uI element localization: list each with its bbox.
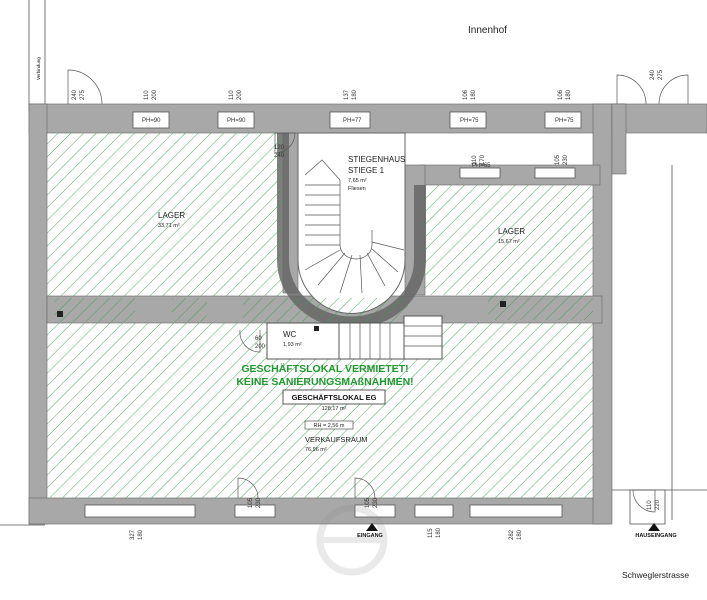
parapet-label: PH=90 <box>142 118 161 124</box>
svg-text:105: 105 <box>365 497 371 508</box>
svg-text:200: 200 <box>152 89 158 100</box>
verkaufsraum-area-text: 76,96 m² <box>305 447 327 453</box>
svg-text:105: 105 <box>248 497 254 508</box>
parapet-label: PH=77 <box>343 118 362 124</box>
svg-text:105: 105 <box>555 154 561 165</box>
svg-text:200: 200 <box>237 89 243 100</box>
lager-left-label: LAGER <box>158 211 185 220</box>
svg-text:240: 240 <box>72 89 78 100</box>
wc-label: WC <box>283 330 297 339</box>
svg-text:180: 180 <box>138 529 144 540</box>
svg-text:110: 110 <box>229 90 235 100</box>
stiegenhaus-floor: Fliesen <box>348 186 366 192</box>
notice-rented: GESCHÄFTSLOKAL VERMIETET! <box>241 362 408 375</box>
svg-text:180: 180 <box>352 89 358 100</box>
parapet-label: PH=75 <box>555 118 574 124</box>
svg-text:110: 110 <box>472 155 478 165</box>
stiegenhaus-area: 7,65 m² <box>348 178 367 184</box>
svg-text:240: 240 <box>650 69 656 80</box>
lager-left-area <box>47 133 283 296</box>
hauseingang-label: HAUSEINGANG <box>635 533 676 539</box>
svg-text:110: 110 <box>647 500 653 510</box>
svg-text:106: 106 <box>463 89 469 100</box>
bottom-windows <box>84 489 666 525</box>
parapet-label: PH=75 <box>460 118 479 124</box>
street-label: Schweglerstrasse <box>622 570 689 580</box>
wc-room <box>266 322 340 360</box>
door-swings <box>67 69 689 513</box>
stair-landing <box>403 315 443 360</box>
innenhof-label: Innenhof <box>468 25 507 36</box>
stair-down-box <box>338 322 405 360</box>
svg-text:170: 170 <box>480 154 486 165</box>
passage-hatch-left <box>55 298 135 322</box>
svg-text:327: 327 <box>130 529 136 540</box>
verkaufsraum-label: VERKAUFSRAUM <box>305 435 368 444</box>
lager-right-label: LAGER <box>498 227 525 236</box>
svg-text:275: 275 <box>80 89 86 100</box>
parapet-label: PH=65 <box>472 163 491 169</box>
stiege-label: STIEGE 1 <box>348 166 385 175</box>
stiegenhaus-label: STIEGENHAUS <box>348 155 405 164</box>
eingang-label: EINGANG <box>357 533 383 539</box>
svg-text:200: 200 <box>255 344 266 350</box>
eingang-arrow-icon <box>366 523 378 531</box>
svg-text:137: 137 <box>344 89 350 100</box>
lager-right-area <box>425 185 593 295</box>
svg-text:110: 110 <box>144 90 150 100</box>
parapet-label: PH=90 <box>227 118 246 124</box>
lager-left-area-text: 33,71 m² <box>158 223 180 229</box>
stair-down-steps <box>349 323 391 359</box>
svg-text:180: 180 <box>436 527 442 538</box>
lager-right-area-text: 15,67 m² <box>498 239 520 245</box>
watermark-logo <box>316 504 388 576</box>
svg-text:120: 120 <box>274 145 285 151</box>
notice-no-renovation: KEINE SANIERUNGSMAßNAHMEN! <box>236 376 413 388</box>
svg-text:180: 180 <box>566 89 572 100</box>
svg-text:275: 275 <box>658 69 664 80</box>
top-windows <box>132 111 582 179</box>
wc-area: 1,93 m² <box>283 342 302 348</box>
svg-text:180: 180 <box>517 529 523 540</box>
unit-title-box <box>282 389 386 405</box>
svg-text:106: 106 <box>558 89 564 100</box>
passage-hatch-mid <box>172 298 207 322</box>
svg-text:230: 230 <box>256 497 262 508</box>
svg-text:115: 115 <box>428 528 434 538</box>
svg-text:282: 282 <box>509 529 515 540</box>
unit-title: GESCHÄFTSLOKAL EG <box>292 393 377 402</box>
room-height: RH = 2,56 m <box>313 423 344 429</box>
stair-landing-steps <box>404 325 442 347</box>
markers <box>57 301 506 331</box>
svg-text:180: 180 <box>471 89 477 100</box>
room-height-box <box>304 420 354 430</box>
stair-outer-wall <box>277 133 426 329</box>
svg-text:230: 230 <box>373 497 379 508</box>
spiral-stair <box>304 159 405 294</box>
svg-text:220: 220 <box>655 499 661 510</box>
window-dimensions: 240 275 110 200 110 200 137 180 106 180 … <box>72 69 664 540</box>
hauseingang-arrow-icon <box>648 523 660 531</box>
unit-area: 128,17 m² <box>322 406 347 412</box>
svg-text:240: 240 <box>274 153 285 159</box>
svg-text:60: 60 <box>255 336 262 342</box>
verbindung-label: Verbindung <box>36 57 41 80</box>
passage-hatch-right <box>243 298 408 322</box>
svg-text:230: 230 <box>563 154 569 165</box>
